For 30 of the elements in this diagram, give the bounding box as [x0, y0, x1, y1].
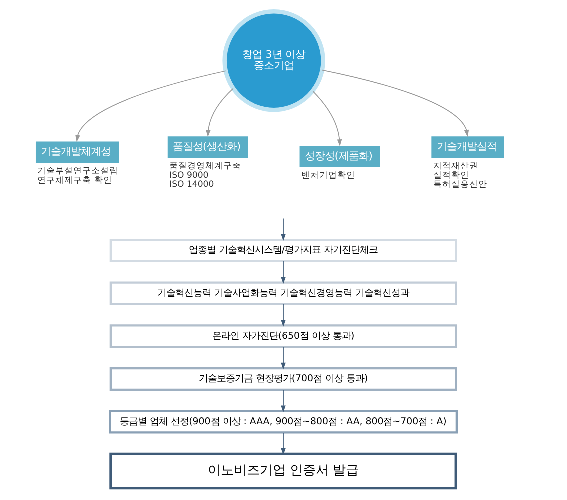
arrow — [281, 304, 286, 327]
node-box: 등급별 업체 선정(900점 이상 : AAA, 900점~800점 : AA, 800점~700점 : A) — [109, 410, 458, 434]
node-label: ISO 9000 — [170, 170, 209, 181]
node-box: 온라인 자가진단(650점 이상 통과) — [110, 324, 458, 348]
node-label: 실적확인 — [433, 170, 470, 181]
node-label: 특허실용신안 — [433, 180, 488, 190]
node-circle: 창업 3년 이상 중소기업 — [222, 9, 326, 112]
arrow — [281, 390, 286, 413]
arrow — [281, 261, 286, 284]
node-box: 이노비즈기업 인증서 발급 — [110, 452, 458, 490]
node-label: 지적재산권 — [433, 161, 478, 172]
node-label: 품질경영체계구축 — [170, 161, 242, 172]
arrow — [281, 346, 286, 370]
arrow — [322, 70, 470, 138]
node-label: 연구체제구축 확인 — [38, 176, 112, 186]
arrow — [312, 91, 342, 146]
node-box: 업종별 기술혁신시스템/평가지표 자기진단체크 — [110, 238, 458, 262]
node-label: 벤처기업확인 — [301, 170, 356, 181]
arrow — [281, 218, 286, 242]
node-box: 성장성(제품화) — [300, 146, 380, 168]
node-label: ISO 14000 — [170, 180, 214, 190]
node-label: 기술부설연구소설립 — [38, 166, 119, 176]
arrow — [206, 88, 234, 138]
arrow — [281, 432, 286, 456]
node-box: 기술개발실적 — [432, 136, 504, 158]
node-box: 기술보증기금 현장평가(700점 이상 통과) — [110, 367, 458, 391]
node-box: 품질성(생산화) — [168, 136, 248, 158]
node-box: 기술혁신능력 기술사업화능력 기술혁신경영능력 기술혁신성과 — [110, 282, 458, 306]
node-box: 기술개발체계성 — [36, 142, 120, 164]
arrow — [76, 70, 226, 142]
